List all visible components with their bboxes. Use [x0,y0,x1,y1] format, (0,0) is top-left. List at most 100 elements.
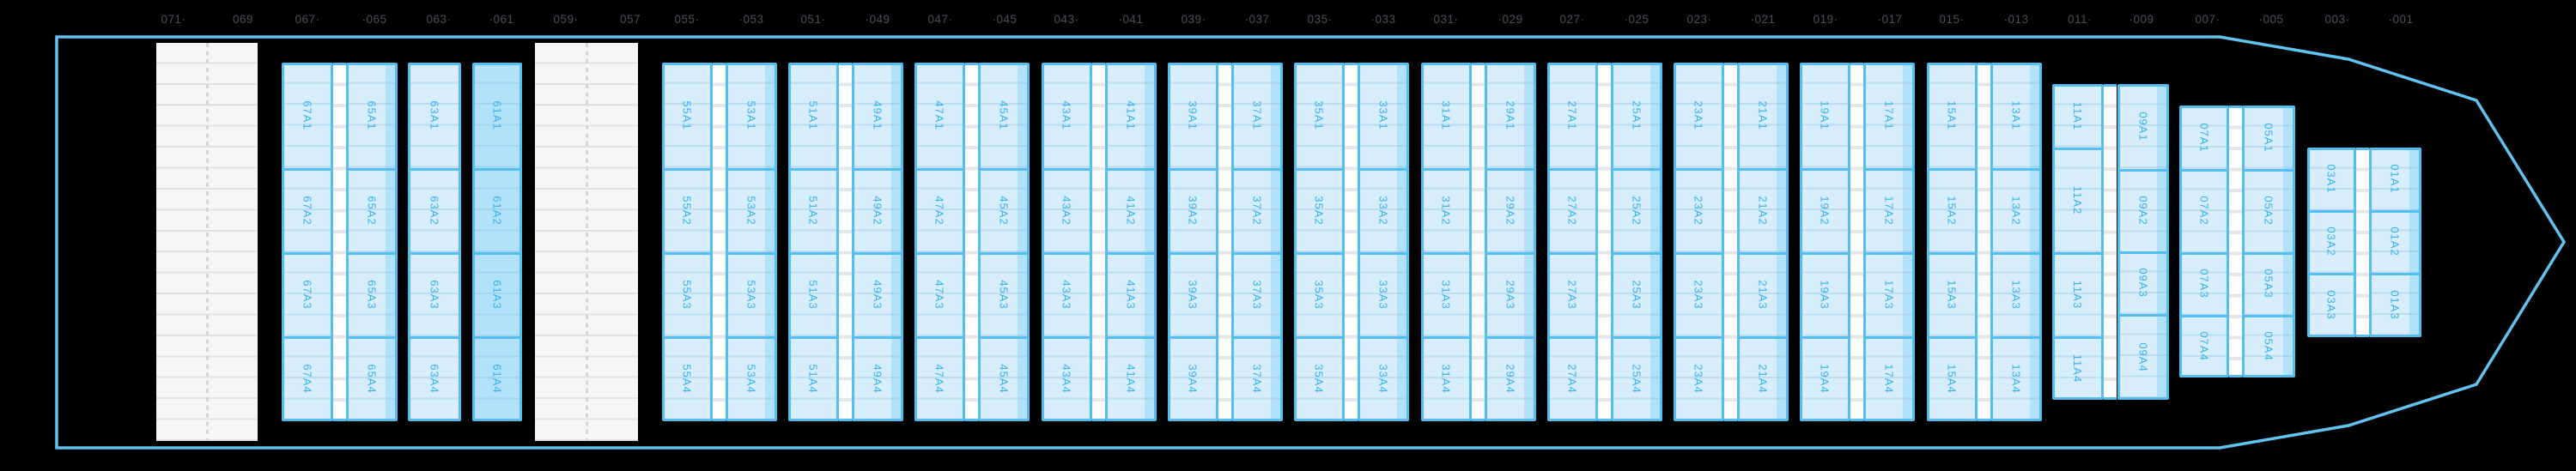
bay-cell-49A2[interactable]: 49A2 [854,168,901,252]
bay-cell-35A3[interactable]: 35A3 [1297,252,1342,336]
bay-cell-25A4[interactable]: 25A4 [1613,336,1660,421]
bay-cell-45A3[interactable]: 45A3 [981,252,1027,336]
bay-cell-09A3[interactable]: 09A3 [2120,251,2166,314]
bay-cell-43A1[interactable]: 43A1 [1044,63,1090,168]
bay-cell-53A3[interactable]: 53A3 [728,252,775,336]
bay-cell-63A4[interactable]: 63A4 [410,336,459,421]
bay-cell-53A4[interactable]: 53A4 [728,336,775,421]
bay-cell-23A2[interactable]: 23A2 [1676,168,1722,252]
bay-cell-49A4[interactable]: 49A4 [854,336,901,421]
bay-cell-31A3[interactable]: 31A3 [1424,252,1469,336]
bay-cell-49A1[interactable]: 49A1 [854,63,901,168]
bay-cell-29A4[interactable]: 29A4 [1487,336,1534,421]
bay-cell-03A1[interactable]: 03A1 [2310,148,2354,210]
bay-cell-39A4[interactable]: 39A4 [1170,336,1216,421]
bay-cell-37A4[interactable]: 37A4 [1234,336,1280,421]
bay-cell-13A3[interactable]: 13A3 [1993,252,2039,336]
bay-cell-05A3[interactable]: 05A3 [2245,252,2293,315]
bay-cell-47A4[interactable]: 47A4 [917,336,963,421]
bay-cell-05A2[interactable]: 05A2 [2245,169,2293,252]
bay-cell-07A1[interactable]: 07A1 [2182,106,2227,169]
bay-cell-31A4[interactable]: 31A4 [1424,336,1469,421]
bay-cell-47A1[interactable]: 47A1 [917,63,963,168]
bay-cell-41A3[interactable]: 41A3 [1108,252,1154,336]
bay-cell-37A2[interactable]: 37A2 [1234,168,1280,252]
bay-cell-11A3[interactable]: 11A3 [2055,252,2101,336]
bay-cell-31A1[interactable]: 31A1 [1424,63,1469,168]
bay-cell-45A1[interactable]: 45A1 [981,63,1027,168]
bay-cell-61A3[interactable]: 61A3 [475,252,519,336]
bay-cell-25A3[interactable]: 25A3 [1613,252,1660,336]
bay-cell-37A3[interactable]: 37A3 [1234,252,1280,336]
bay-cell-39A3[interactable]: 39A3 [1170,252,1216,336]
bay-cell-11A1[interactable]: 11A1 [2055,84,2101,148]
bay-cell-03A2[interactable]: 03A2 [2310,210,2354,273]
bay-cell-29A3[interactable]: 29A3 [1487,252,1534,336]
bay-cell-21A2[interactable]: 21A2 [1740,168,1786,252]
bay-cell-43A3[interactable]: 43A3 [1044,252,1090,336]
bay-cell-43A4[interactable]: 43A4 [1044,336,1090,421]
bay-cell-07A4[interactable]: 07A4 [2182,315,2227,377]
bay-cell-41A2[interactable]: 41A2 [1108,168,1154,252]
bay-cell-65A3[interactable]: 65A3 [349,252,395,336]
bay-cell-01A2[interactable]: 01A2 [2372,210,2419,273]
bay-cell-41A4[interactable]: 41A4 [1108,336,1154,421]
bay-cell-67A4[interactable]: 67A4 [284,336,331,421]
bay-cell-61A2[interactable]: 61A2 [475,168,519,252]
bay-cell-29A1[interactable]: 29A1 [1487,63,1534,168]
bay-cell-17A4[interactable]: 17A4 [1866,336,1912,421]
bay-cell-39A1[interactable]: 39A1 [1170,63,1216,168]
bay-cell-45A4[interactable]: 45A4 [981,336,1027,421]
bay-cell-29A2[interactable]: 29A2 [1487,168,1534,252]
bay-cell-51A3[interactable]: 51A3 [791,252,836,336]
bay-cell-67A2[interactable]: 67A2 [284,168,331,252]
bay-cell-15A1[interactable]: 15A1 [1929,63,1975,168]
bay-cell-47A3[interactable]: 47A3 [917,252,963,336]
bay-cell-67A1[interactable]: 67A1 [284,63,331,168]
bay-cell-13A2[interactable]: 13A2 [1993,168,2039,252]
bay-cell-55A1[interactable]: 55A1 [665,63,710,168]
bay-cell-61A1[interactable]: 61A1 [475,63,519,168]
bay-cell-05A4[interactable]: 05A4 [2245,315,2293,377]
bay-cell-39A2[interactable]: 39A2 [1170,168,1216,252]
bay-cell-33A2[interactable]: 33A2 [1360,168,1406,252]
bay-cell-41A1[interactable]: 41A1 [1108,63,1154,168]
bay-cell-27A2[interactable]: 27A2 [1550,168,1595,252]
bay-cell-23A1[interactable]: 23A1 [1676,63,1722,168]
bay-cell-27A1[interactable]: 27A1 [1550,63,1595,168]
bay-cell-63A2[interactable]: 63A2 [410,168,459,252]
bay-cell-13A4[interactable]: 13A4 [1993,336,2039,421]
bay-cell-07A3[interactable]: 07A3 [2182,252,2227,315]
bay-cell-11A4[interactable]: 11A4 [2055,336,2101,400]
bay-cell-53A1[interactable]: 53A1 [728,63,775,168]
bay-cell-55A4[interactable]: 55A4 [665,336,710,421]
bay-cell-65A2[interactable]: 65A2 [349,168,395,252]
bay-cell-45A2[interactable]: 45A2 [981,168,1027,252]
bay-cell-33A3[interactable]: 33A3 [1360,252,1406,336]
bay-cell-53A2[interactable]: 53A2 [728,168,775,252]
bay-cell-19A4[interactable]: 19A4 [1802,336,1848,421]
bay-cell-19A2[interactable]: 19A2 [1802,168,1848,252]
bay-cell-51A1[interactable]: 51A1 [791,63,836,168]
bay-cell-27A3[interactable]: 27A3 [1550,252,1595,336]
bay-cell-33A4[interactable]: 33A4 [1360,336,1406,421]
bay-cell-43A2[interactable]: 43A2 [1044,168,1090,252]
bay-cell-63A3[interactable]: 63A3 [410,252,459,336]
bay-cell-61A4[interactable]: 61A4 [475,336,519,421]
bay-cell-01A3[interactable]: 01A3 [2372,273,2419,337]
bay-cell-65A4[interactable]: 65A4 [349,336,395,421]
bay-cell-55A2[interactable]: 55A2 [665,168,710,252]
bay-cell-35A4[interactable]: 35A4 [1297,336,1342,421]
bay-cell-19A1[interactable]: 19A1 [1802,63,1848,168]
bay-cell-21A1[interactable]: 21A1 [1740,63,1786,168]
bay-cell-35A1[interactable]: 35A1 [1297,63,1342,168]
bay-cell-05A1[interactable]: 05A1 [2245,106,2293,169]
bay-cell-03A3[interactable]: 03A3 [2310,273,2354,337]
bay-cell-51A2[interactable]: 51A2 [791,168,836,252]
bay-cell-09A4[interactable]: 09A4 [2120,314,2166,400]
bay-cell-47A2[interactable]: 47A2 [917,168,963,252]
bay-cell-15A2[interactable]: 15A2 [1929,168,1975,252]
bay-cell-23A4[interactable]: 23A4 [1676,336,1722,421]
bay-cell-31A2[interactable]: 31A2 [1424,168,1469,252]
bay-cell-55A3[interactable]: 55A3 [665,252,710,336]
